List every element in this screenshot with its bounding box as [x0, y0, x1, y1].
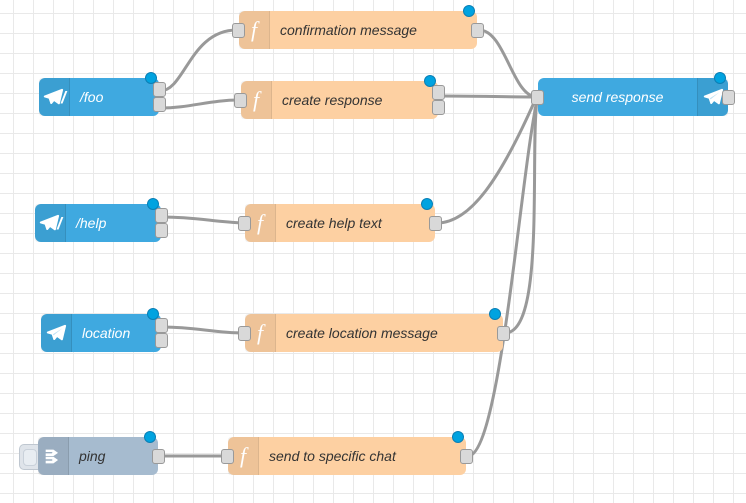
inject-button-inner — [23, 449, 37, 466]
node-label: location — [82, 325, 131, 341]
node-output-port[interactable] — [497, 325, 510, 341]
telegram-command-icon: / — [39, 78, 70, 116]
wire[interactable] — [435, 96, 538, 225]
node-status-dot — [714, 72, 726, 84]
node-help-command[interactable]: / /help — [35, 198, 168, 242]
wire[interactable] — [158, 98, 241, 110]
node-output-port[interactable] — [155, 333, 168, 348]
node-label: create location message — [286, 325, 438, 341]
telegram-command-icon: / — [35, 204, 66, 242]
node-label: send to specific chat — [269, 448, 396, 464]
node-status-dot — [145, 72, 157, 84]
node-input-port[interactable] — [531, 89, 544, 105]
node-label: ping — [79, 448, 106, 464]
wire[interactable] — [438, 94, 538, 99]
node-create-response[interactable]: f create response — [234, 75, 445, 119]
node-label: create help text — [286, 215, 382, 231]
wire[interactable] — [161, 325, 245, 335]
node-output-port[interactable] — [460, 448, 473, 464]
node-status-dot — [463, 5, 475, 17]
node-input-port[interactable] — [221, 448, 234, 464]
node-status-dot — [452, 431, 464, 443]
node-create-location-message[interactable]: f create location message — [238, 308, 510, 352]
node-label: confirmation message — [280, 22, 417, 38]
node-label: create response — [282, 92, 383, 108]
node-confirmation-message[interactable]: f confirmation message — [232, 5, 484, 49]
node-foo-command[interactable]: / /foo — [39, 72, 166, 116]
svg-text:f: f — [253, 88, 262, 112]
node-output-port[interactable] — [429, 215, 442, 231]
node-output-port[interactable] — [155, 223, 168, 238]
node-output-port[interactable] — [152, 448, 165, 464]
function-f-icon: f — [239, 11, 270, 49]
node-output-port[interactable] — [432, 100, 445, 115]
node-output-port[interactable] — [153, 82, 166, 97]
node-ping-inject[interactable]: ping — [19, 431, 165, 475]
wire[interactable] — [158, 28, 239, 93]
wire[interactable] — [161, 215, 245, 225]
node-output-port[interactable] — [155, 318, 168, 333]
node-status-dot — [421, 198, 433, 210]
wire[interactable] — [477, 28, 538, 99]
node-status-dot — [147, 198, 159, 210]
node-output-port[interactable] — [471, 22, 484, 38]
inject-arrow-icon — [38, 437, 69, 475]
node-label: send response — [571, 89, 664, 105]
telegram-plane-icon — [41, 314, 72, 352]
svg-text:f: f — [251, 18, 260, 42]
wire[interactable] — [466, 98, 539, 458]
inject-trigger-button[interactable] — [19, 444, 38, 470]
node-output-port[interactable] — [153, 97, 166, 112]
node-input-port[interactable] — [238, 215, 251, 231]
node-create-help-text[interactable]: f create help text — [238, 198, 442, 242]
node-status-dot — [144, 431, 156, 443]
node-send-to-specific-chat[interactable]: f send to specific chat — [221, 431, 473, 475]
node-input-port[interactable] — [234, 92, 247, 108]
node-output-port[interactable] — [432, 85, 445, 100]
node-output-port[interactable] — [722, 89, 735, 105]
node-status-dot — [489, 308, 501, 320]
svg-text:f: f — [257, 211, 266, 235]
node-location-trigger[interactable]: location — [41, 308, 168, 352]
node-input-port[interactable] — [232, 22, 245, 38]
node-output-port[interactable] — [155, 208, 168, 223]
svg-text:f: f — [240, 444, 249, 468]
node-label: /help — [76, 215, 107, 231]
node-status-dot — [424, 75, 436, 87]
wire[interactable] — [503, 97, 539, 335]
svg-text:f: f — [257, 321, 266, 345]
node-input-port[interactable] — [238, 325, 251, 341]
node-label: /foo — [80, 89, 104, 105]
node-send-response[interactable]: send response — [531, 72, 735, 116]
node-status-dot — [147, 308, 159, 320]
